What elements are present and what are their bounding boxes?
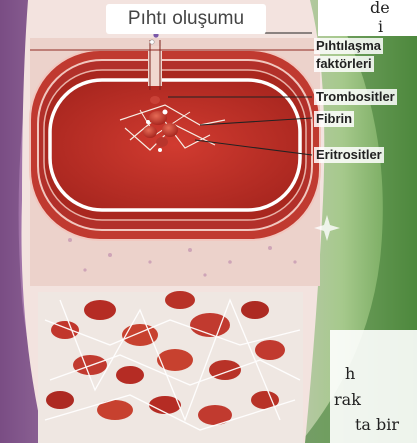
text-fragment: rak xyxy=(334,390,361,409)
text-fragment: ta bir xyxy=(355,415,399,434)
label-clotting-factors-2: faktörleri xyxy=(314,56,374,72)
text-fragment: h xyxy=(345,364,355,383)
label-platelets: Trombositler xyxy=(314,89,397,105)
text-fragment: de xyxy=(370,0,390,17)
vessel-lumen xyxy=(50,80,300,210)
label-clotting-factors-1: Pıhtılaşma xyxy=(314,38,383,54)
label-erythrocytes: Eritrositler xyxy=(314,147,384,163)
text-fragment: i xyxy=(378,17,383,36)
diagram-title: Pıhtı oluşumu xyxy=(106,4,266,34)
label-fibrin: Fibrin xyxy=(314,111,354,127)
